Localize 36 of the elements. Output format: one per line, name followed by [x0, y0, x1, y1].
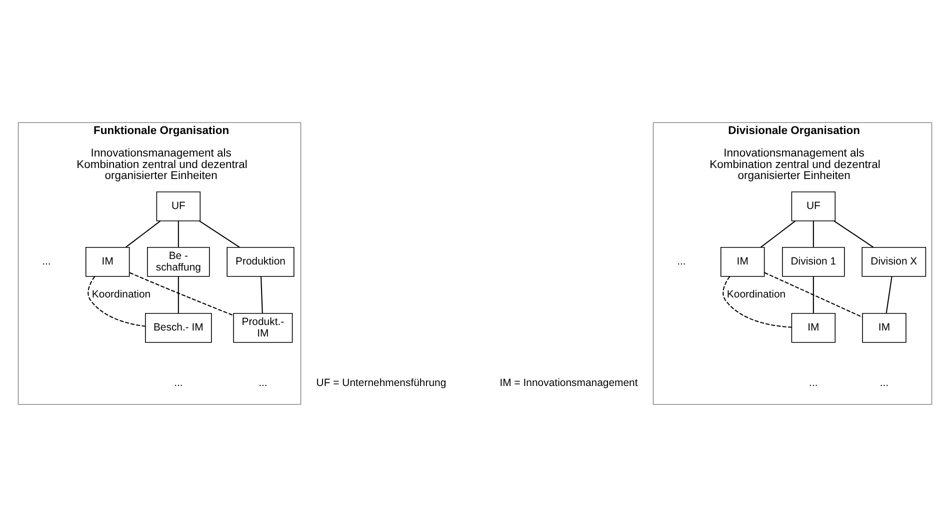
label: ... [677, 256, 686, 268]
connector [125, 220, 160, 248]
label: UF = Unternehmensführung [316, 378, 446, 389]
node-box: UF [156, 190, 201, 221]
connector [760, 220, 796, 248]
connector [764, 272, 863, 318]
node-box: IM [791, 312, 836, 342]
node-box: Be - schaffung [147, 246, 210, 276]
connector [88, 276, 146, 326]
connector [260, 276, 263, 313]
node-box: IM [862, 312, 906, 342]
node-box: Produktion [226, 246, 294, 276]
label: ... [174, 378, 183, 389]
node-box: IM [85, 246, 130, 276]
node-box: Division 1 [782, 246, 845, 276]
label: IM = Innovationsmanagement [500, 378, 638, 389]
edge-label: Koordination [726, 289, 786, 300]
connector [722, 276, 792, 328]
connector [812, 276, 814, 313]
node-box: UF [791, 190, 836, 221]
connector [886, 276, 892, 313]
connector [129, 272, 234, 316]
connector [812, 220, 814, 247]
connector [178, 276, 179, 313]
label: ... [258, 378, 268, 389]
node-box: Division X [862, 246, 926, 276]
label: ... [880, 378, 889, 389]
node-box: Produkt.- IM [233, 312, 293, 342]
edge-label: Koordination [92, 289, 151, 300]
connector [834, 220, 874, 248]
connector [199, 220, 240, 248]
connector [178, 220, 179, 247]
label: ... [809, 378, 818, 389]
node-box: Besch.- IM [145, 312, 212, 342]
label: ... [42, 256, 51, 268]
node-box: IM [720, 246, 765, 276]
